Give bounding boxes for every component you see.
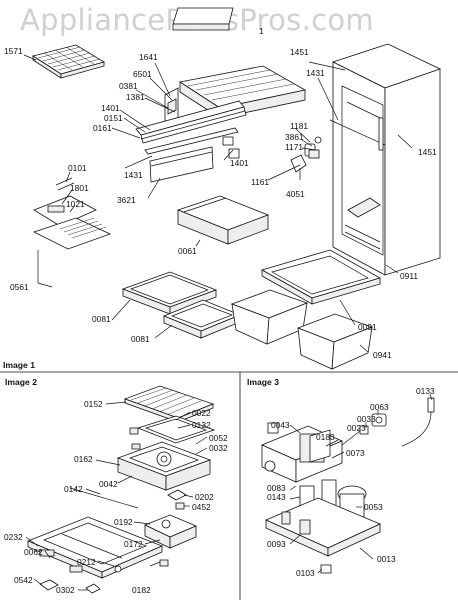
callout-label: 1021 [66,199,85,209]
callout-label: 0073 [346,448,365,458]
part-knob[interactable] [264,422,279,472]
callout-label: 0152 [84,399,103,409]
image2-diagram: 0152 0022 0132 0052 0032 0162 0042 0142 … [4,385,228,595]
part-control-housing[interactable] [260,425,344,483]
callout-label: 0063 [370,402,389,412]
part-crisper-cover-0091[interactable] [260,249,382,305]
section-title-image3: Image 3 [247,377,279,387]
callout-label: 0033 [357,414,376,424]
callout-label: 0183 [316,432,335,442]
callout-label: 0132 [192,420,211,430]
callout-label: 0941 [373,350,392,360]
image1-diagram: 1 1571 1641 6501 0381 1381 1401 0151 016… [4,7,442,370]
section-title-image1: Image 1 [3,360,35,370]
callout-label: 1451 [290,47,309,57]
callout-label: 0142 [64,484,83,494]
part-bar-0142[interactable] [69,487,139,509]
callout-label: 0202 [195,492,214,502]
part-rail-assembly[interactable] [135,100,247,144]
callout-label: 1431 [306,68,325,78]
callout-label: 1571 [4,46,23,56]
callout-label: 0023 [347,423,366,433]
callout-label: 0302 [56,585,75,595]
callout-label: 0032 [209,443,228,453]
callout-label: 1401 [230,158,249,168]
callout-label: 0013 [377,554,396,564]
part-evaporator-cover[interactable] [32,177,112,283]
callout-label: 0053 [364,502,383,512]
callout-label: 0161 [93,123,112,133]
callout-label: 6501 [133,69,152,79]
callout-label: 0093 [267,539,286,549]
callout-label: 4051 [286,189,305,199]
part-base-plate[interactable] [26,516,164,579]
callout-label: 0043 [271,420,290,430]
callout-label: 1 [259,26,264,36]
callout-label: 1401 [101,103,120,113]
callout-label: 1801 [70,183,89,193]
part-housing-0032[interactable] [116,441,212,491]
callout-label: 0381 [119,81,138,91]
part-drawer-0061[interactable] [176,195,270,245]
callout-label: 0081 [92,314,111,324]
part-cabinet-1451[interactable] [329,43,442,276]
callout-label: 0172 [124,539,143,549]
top-tray-part [172,7,234,31]
callout-label: 1381 [126,92,145,102]
callout-label: 1161 [251,177,269,187]
callout-label: 1431 [124,170,143,180]
part-frame-0022[interactable] [129,415,216,450]
part-long-rail-1431[interactable] [144,127,239,183]
part-fan-assembly[interactable] [144,514,198,567]
callout-label: 0091 [358,322,377,332]
callout-label: 0212 [77,557,96,567]
callout-label: 0042 [99,479,118,489]
callout-label: 0052 [209,433,228,443]
callout-label: 3861 [285,132,304,142]
callout-label: 0192 [114,517,133,527]
callout-label: 1181 [290,121,308,131]
callout-label: 0062 [24,547,43,557]
callout-label: 0182 [132,585,151,595]
callout-label: 0542 [14,575,33,585]
callout-label: 0561 [10,282,29,292]
callout-label: 0083 [267,483,286,493]
part-shelf-0152[interactable] [123,385,215,423]
image3-diagram: 0133 0063 0043 0033 0023 0183 0073 0083 … [260,386,435,578]
callout-label: 0911 [400,271,418,281]
part-small-fittings[interactable] [39,565,122,594]
callout-label: 0101 [68,163,87,173]
callout-label: 0162 [74,454,93,464]
callout-label: 0103 [296,568,315,578]
callout-label: 0151 [104,113,123,123]
part-bracket-0202[interactable] [167,489,187,510]
callout-label: 0452 [192,502,211,512]
callout-label: 0061 [178,246,197,256]
part-thermostat-0063[interactable] [359,413,387,435]
callout-label: 1641 [139,52,158,62]
callout-label: 1171 [285,142,303,152]
callout-label: 1451 [418,147,437,157]
callout-label: 0232 [4,532,23,542]
part-crisper-pan-0941[interactable] [296,313,374,370]
part-clip-0103[interactable] [320,564,332,574]
callout-label: 0133 [416,386,435,396]
part-crisper-pan-left[interactable] [230,289,309,345]
callout-label: 0143 [267,492,286,502]
callout-label: 0022 [192,408,211,418]
part-wire-shelf-1571[interactable] [32,44,105,79]
section-title-image2: Image 2 [5,377,37,387]
callout-label: 0081 [131,334,150,344]
callout-label: 3621 [117,195,136,205]
part-shelf-0081-b[interactable] [162,299,242,339]
part-sensor-0133[interactable] [401,397,435,447]
